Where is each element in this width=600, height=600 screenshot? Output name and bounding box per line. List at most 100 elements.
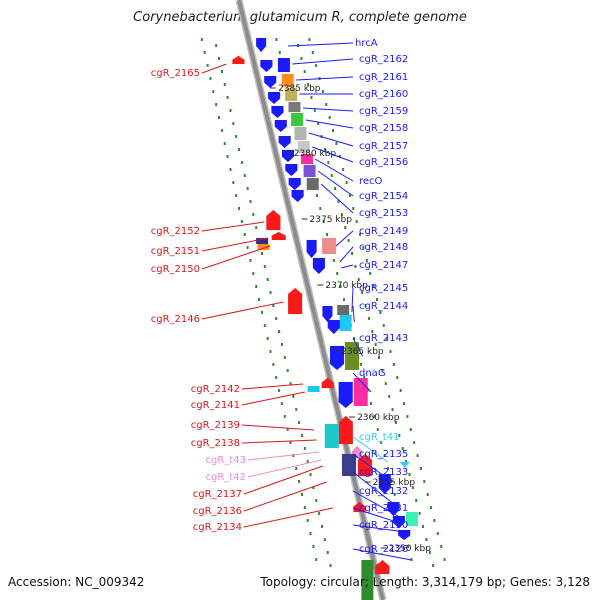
leader-line [243,465,324,495]
track-dot [283,415,286,418]
gene-arrow-forward [288,177,301,191]
track-dot [289,382,292,385]
track-dot [352,207,355,210]
track-dot [321,90,324,93]
track-dot [240,161,243,164]
gene-block [345,342,360,370]
track-dot [388,395,391,398]
track-dot [330,174,333,177]
track-dot [220,70,223,73]
gene-label-left: cgR_2152 [151,226,200,237]
track-dot [415,499,418,502]
gene-label-right: cgR_2145 [359,283,408,294]
gene-block [324,424,339,448]
gene-block [322,238,337,254]
gene-arrow-forward [291,189,304,203]
gene-arrow-forward [322,305,333,323]
track-dot [347,239,350,242]
gene-label-right: cgR_2131 [359,503,408,514]
gene-block [281,74,294,87]
track-dot [423,480,426,483]
track-dot [348,194,351,197]
track-dot [258,298,261,301]
gene-arrow-forward [285,163,298,177]
gene-arrow-forward [327,319,341,335]
track-dot [430,506,433,509]
track-dot [275,38,278,41]
track-dot [238,148,241,151]
track-dot [369,272,372,275]
gene-cgR_2146 [287,287,303,315]
genome-summary-text: Topology: circular; Length: 3,314,179 bp… [260,575,590,589]
track-dot [212,90,215,93]
track-dot [422,525,424,528]
track-dot [298,480,301,483]
gene-label-right: cgR_2157 [359,141,408,152]
track-dot [396,376,399,379]
track-dot [315,64,318,67]
gene-arrow-forward [260,59,273,73]
track-dot [375,298,378,301]
scale-label: 2380 kbp [294,149,337,159]
track-dot [362,246,365,249]
track-dot [303,506,306,509]
track-dot [306,460,309,463]
gene-label-left: cgR_2139 [191,420,240,431]
track-dot [413,441,416,444]
track-dot [235,194,238,197]
track-dot [249,200,252,203]
track-dot [401,447,404,450]
backbone-line [237,0,385,600]
track-dot [283,356,286,359]
track-dot [295,467,298,470]
leader-line [243,507,334,528]
leader-line [352,507,403,525]
track-dot [286,428,289,431]
track-dot [298,421,301,424]
gene-label-left: cgR_2134 [193,522,242,533]
leader-line [241,424,315,431]
track-dot [272,304,275,307]
leader-line [241,383,304,390]
track-dot [407,545,410,548]
gene-cgR_2165 [232,55,245,65]
gene-arrow-forward [274,119,288,133]
track-dot [206,64,209,67]
track-dot [232,122,235,125]
scale-label: 2355 kbp [373,478,416,488]
leader-line [247,451,320,461]
gene-arrow-forward [263,75,277,89]
leader-line [314,158,354,182]
gene-dnaG-upstream [329,345,345,371]
track-dot [384,382,387,385]
gene-label-right: cgR_2160 [359,89,408,100]
track-dot [309,532,312,535]
gene-block [300,154,313,164]
track-dot [266,337,269,340]
track-dot [229,109,232,112]
leader-line [308,132,354,147]
gene-hrcA [255,37,267,53]
track-dot [275,317,278,320]
gene-arrow-forward [278,135,291,149]
gene-label-left: cgR_2165 [151,68,200,79]
track-dot [322,220,325,223]
gene-label-right: cgR_2156 [359,157,408,168]
gene-label-left: cgR_2137 [193,489,242,500]
track-dot [315,194,318,197]
gene-label-right: cgR_2149 [359,226,408,237]
gene-label-right: cgR_2126 [359,544,408,555]
leader-line [292,58,354,65]
leader-line [201,221,265,232]
leader-line [312,146,354,163]
track-dot [338,155,341,158]
leader-line [339,246,354,263]
leader-line [352,524,405,533]
gene-label-right: hrcA [355,38,378,49]
gene-block [361,560,374,600]
gene-block [285,88,298,101]
track-dot [361,291,364,294]
gene-block [339,315,352,331]
track-dot [307,83,310,86]
track-dot [318,512,321,515]
